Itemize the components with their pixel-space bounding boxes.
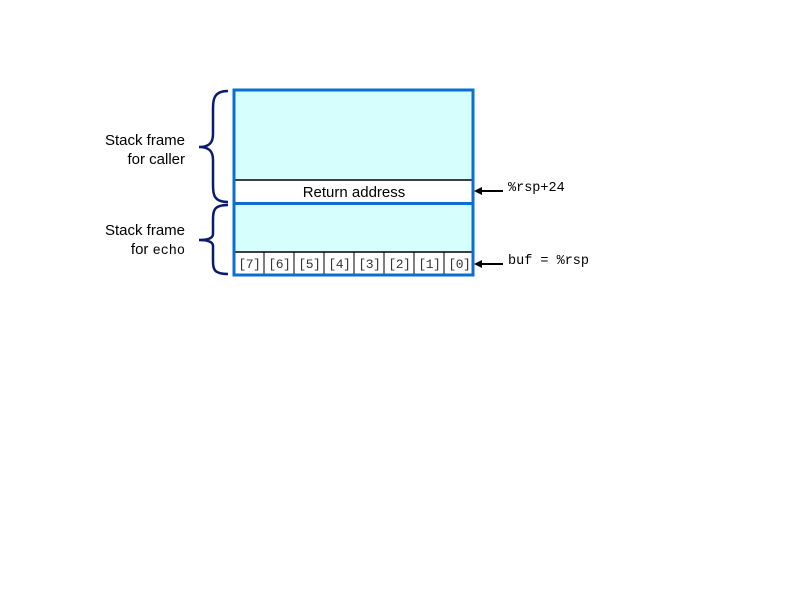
buffer-cell-6: [6] <box>268 256 291 272</box>
buffer-cell-0: [0] <box>448 256 471 272</box>
return-pointer-label: %rsp+24 <box>508 181 565 196</box>
caller-frame-label-line2: for caller <box>127 151 185 168</box>
return-address-box <box>234 180 473 203</box>
return-address-label: Return address <box>302 183 406 201</box>
buffer-cell-7: [7] <box>238 256 261 272</box>
echo-frame-label-line2: for echo <box>60 240 185 261</box>
buffer-cell-1: [1] <box>418 256 441 272</box>
echo-frame-border <box>232 202 475 277</box>
buffer-cell-3: [3] <box>358 256 381 272</box>
caller-frame-box <box>234 90 473 180</box>
return-pointer-arrow <box>474 187 503 195</box>
echo-frame-label: Stack frame for echo <box>60 221 185 261</box>
caller-brace <box>198 89 229 204</box>
buffer-cell-5: [5] <box>298 256 321 272</box>
buffer-cell-4: [4] <box>328 256 351 272</box>
echo-frame-label-prefix: for <box>130 241 153 258</box>
echo-brace <box>198 203 229 276</box>
buf-pointer-arrow <box>474 260 503 268</box>
buffer-dividers <box>263 252 445 275</box>
echo-frame-box <box>234 204 473 252</box>
buf-pointer-label: buf = %rsp <box>508 254 590 269</box>
buffer-cell-2: [2] <box>388 256 411 272</box>
caller-frame-label: Stack frame for caller <box>60 131 185 169</box>
echo-frame-label-code: echo <box>152 244 185 259</box>
echo-frame-label-line1: Stack frame <box>104 222 185 239</box>
caller-frame-label-line1: Stack frame <box>104 132 185 149</box>
